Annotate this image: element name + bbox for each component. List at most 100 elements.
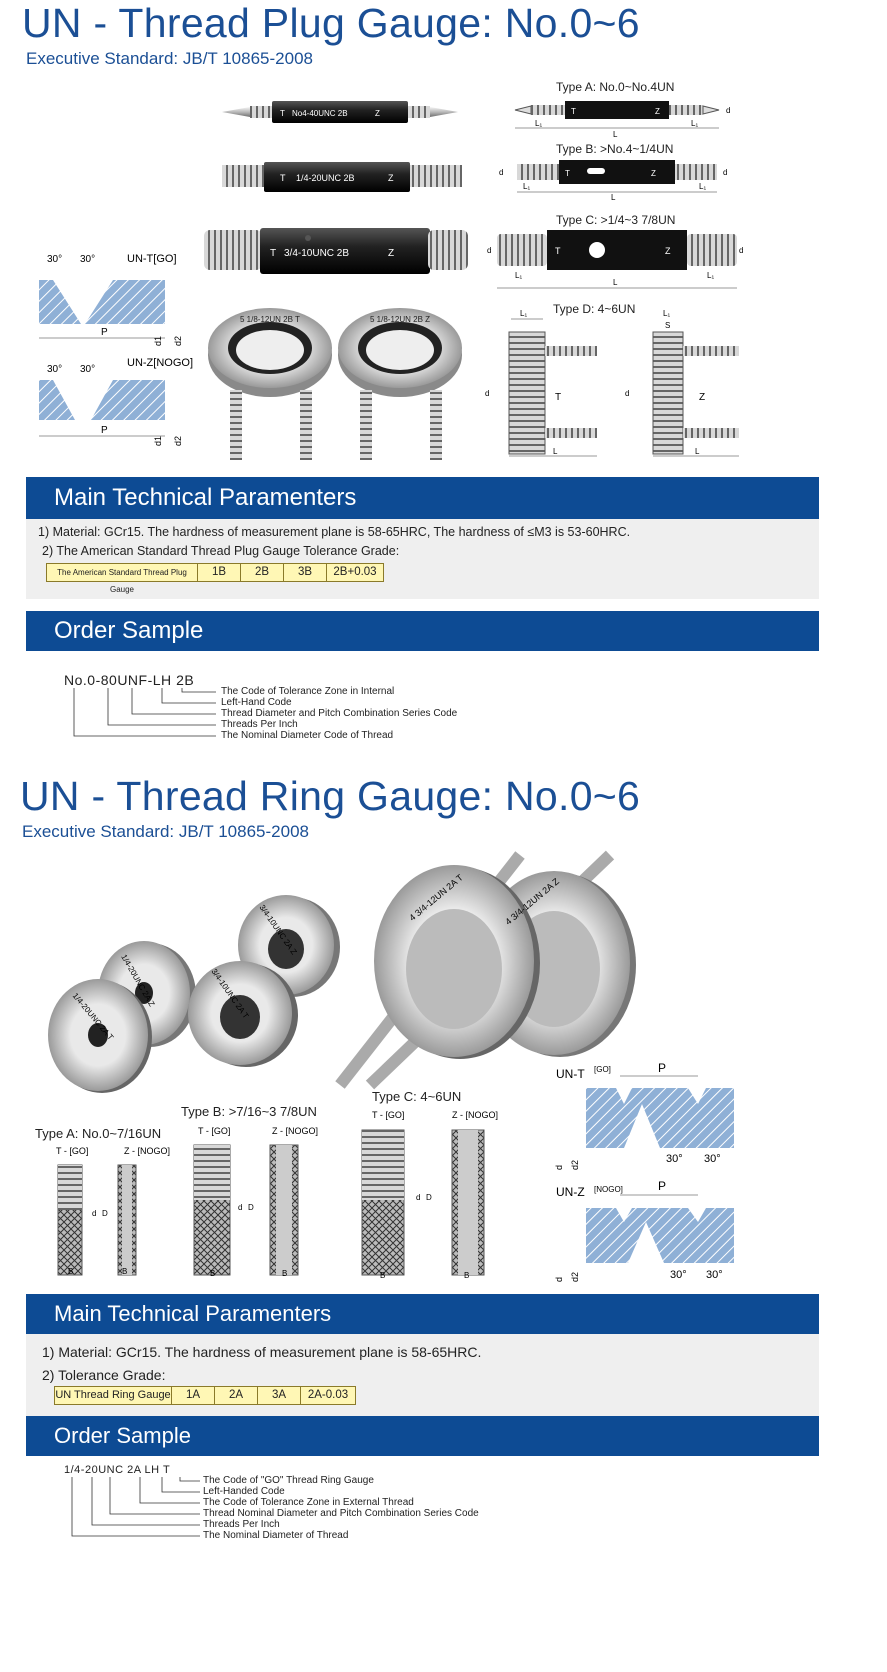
plug-type-d-d2: d bbox=[625, 389, 629, 398]
plug-type-a-d: d bbox=[726, 106, 730, 115]
ring-profile-angle-1: 30° bbox=[666, 1153, 683, 1165]
plug-tech-banner: Main Technical Paramenters bbox=[26, 477, 819, 519]
plug-title: UN - Thread Plug Gauge: No.0~6 bbox=[22, 0, 640, 46]
plug-profile-go-label: UN-T[GO] bbox=[127, 253, 177, 265]
plug-type-a-L1: L₁ bbox=[535, 119, 542, 128]
ring-gauge-photos: 1/4-20UNC 2A Z 1/4-20UNC 2A T 3/4-10UNC … bbox=[48, 850, 636, 1093]
plug-code-part-5: 2B bbox=[176, 672, 195, 688]
plug-type-c-label: Type C: >1/4~3 7/8UN bbox=[556, 213, 676, 227]
ring-profile-d2-2: d2 bbox=[570, 1272, 580, 1282]
ring-grade-3: 3A bbox=[258, 1387, 301, 1404]
ring-grade-label: UN Thread Ring Gauge bbox=[55, 1387, 172, 1404]
plug-type-d-L1: L₁ bbox=[520, 309, 527, 318]
plug-profile-P-1: P bbox=[101, 327, 108, 338]
plug-type-c-L1b: L₁ bbox=[707, 271, 714, 280]
plug-type-d-d: d bbox=[485, 389, 489, 398]
ring-c-B1: B bbox=[380, 1271, 385, 1280]
plug-exp-2: Left-Hand Code bbox=[221, 697, 292, 708]
plug-profile-angle-4: 30° bbox=[80, 364, 95, 375]
plug-profile-angle-3: 30° bbox=[47, 364, 62, 375]
plug-type-d-Lb: L bbox=[695, 447, 700, 456]
plug-ring-go-label: 5 1/8-12UN 2B T bbox=[240, 315, 300, 324]
plug-profile-d2-2: d2 bbox=[173, 436, 183, 446]
ring-a-d1: d bbox=[92, 1209, 96, 1218]
plug-ring-photos: 5 1/8-12UN 2B T 5 1/8-12UN 2B Z bbox=[208, 308, 462, 460]
plug-type-d-z: Z bbox=[699, 392, 705, 403]
ring-tech-banner: Main Technical Paramenters bbox=[26, 1294, 819, 1334]
ring-profile-angle-4: 30° bbox=[706, 1269, 723, 1281]
ring-c-B2: B bbox=[464, 1271, 469, 1280]
plug-type-a-z: Z bbox=[655, 107, 660, 116]
plug-type-a-drawing: T Z L L₁ L₁ d bbox=[514, 101, 730, 138]
plug-type-b-label: Type B: >No.4~1/4UN bbox=[556, 142, 674, 156]
plug-profile-d2-1: d2 bbox=[173, 336, 183, 346]
ring-order-banner: Order Sample bbox=[26, 1416, 819, 1456]
plug-type-d-label: Type D: 4~6UN bbox=[553, 302, 636, 316]
ring-profile-P-1: P bbox=[658, 1061, 666, 1075]
ring-c-D1: D bbox=[426, 1193, 432, 1202]
plug-gauge-large: T 3/4-10UNC 2B Z bbox=[204, 228, 468, 274]
plug-grade-label: The American Standard Thread Plug Gauge bbox=[47, 564, 198, 594]
plug-profile-nogo-label: UN-Z[NOGO] bbox=[127, 357, 193, 369]
ring-tech-panel: 1) Material: GCr15. The hardness of meas… bbox=[26, 1334, 819, 1416]
plug-exp-1: The Code of Tolerance Zone in Internal bbox=[221, 686, 395, 697]
plug-standard: Executive Standard: JB/T 10865-2008 bbox=[26, 49, 313, 68]
ring-tech-line1: 1) Material: GCr15. The hardness of meas… bbox=[42, 1344, 482, 1360]
plug-order-banner: Order Sample bbox=[26, 611, 819, 651]
plug-order-leaders bbox=[73, 688, 216, 737]
ring-b-D1: D bbox=[248, 1203, 254, 1212]
plug-type-b-d2: d bbox=[723, 168, 727, 177]
ring-c-nogo-col: Z - [NOGO] bbox=[452, 1110, 498, 1120]
ring-a-go-col: T - [GO] bbox=[56, 1146, 88, 1156]
plug-code-part-1: No.0-80 bbox=[64, 672, 118, 688]
ring-grade-table: UN Thread Ring Gauge 1A 2A 3A 2A-0.03 bbox=[54, 1386, 356, 1405]
plug-type-b-t: T bbox=[565, 169, 570, 178]
plug-exp-5: The Nominal Diameter Code of Thread bbox=[221, 730, 394, 741]
plug-code-part-2: UNF bbox=[117, 672, 148, 688]
plug-type-b-drawing: T Z L L₁ L₁ d d bbox=[499, 160, 727, 200]
ring-profile-d-2: d bbox=[554, 1277, 564, 1282]
plug-code-part-3: - bbox=[147, 672, 153, 688]
plug-type-a-t: T bbox=[571, 107, 576, 116]
plug-ring-go: 5 1/8-12UN 2B T bbox=[208, 308, 332, 460]
plug-type-c-drawing: T Z L L₁ L₁ d d bbox=[487, 230, 743, 289]
plug-type-c-L: L bbox=[613, 278, 618, 287]
ring-profile-nogo-label: UN-Z bbox=[556, 1185, 585, 1199]
plug-gauge-large-z: Z bbox=[388, 248, 394, 259]
plug-gauge-medium-label: 1/4-20UNC 2B bbox=[296, 173, 355, 183]
ring-exp-3: The Code of Tolerance Zone in External T… bbox=[203, 1497, 414, 1508]
plug-grade-3: 3B bbox=[284, 564, 327, 581]
plug-gauge-large-t: T bbox=[270, 248, 276, 259]
plug-gauge-photos: T No4-40UNC 2B Z T 1/4-20UNC 2B Z T 3/4-… bbox=[204, 101, 468, 274]
ring-type-c-label: Type C: 4~6UN bbox=[372, 1089, 462, 1104]
plug-gauge-large-label: 3/4-10UNC 2B bbox=[284, 248, 349, 259]
plug-grade-table: The American Standard Thread Plug Gauge … bbox=[46, 563, 384, 594]
plug-exp-4: Threads Per Inch bbox=[221, 719, 298, 730]
ring-profile-angle-3: 30° bbox=[670, 1269, 687, 1281]
ring-profile-angle-2: 30° bbox=[704, 1153, 721, 1165]
ring-b-go: 3/4-10UNC 2A T bbox=[188, 961, 298, 1067]
plug-exp-3: Thread Diameter and Pitch Combination Se… bbox=[221, 708, 458, 719]
plug-ring-nogo-label: 5 1/8-12UN 2B Z bbox=[370, 315, 430, 324]
ring-profile-go-sup: [GO] bbox=[594, 1065, 611, 1074]
ring-type-b-label: Type B: >7/16~3 7/8UN bbox=[181, 1104, 317, 1119]
plug-type-b-L1b: L₁ bbox=[699, 182, 706, 191]
plug-gauge-medium-t: T bbox=[280, 173, 286, 183]
ring-standard: Executive Standard: JB/T 10865-2008 bbox=[22, 822, 309, 841]
plug-type-d-t: T bbox=[555, 392, 561, 403]
plug-type-d-drawing: L₁ T d L L₁ S Z d L bbox=[485, 309, 739, 457]
ring-b-B2: B bbox=[282, 1269, 287, 1278]
ring-order-leaders bbox=[71, 1477, 200, 1537]
plug-type-b-d: d bbox=[499, 168, 503, 177]
plug-type-b-L: L bbox=[611, 193, 616, 200]
plug-type-d-L: L bbox=[553, 447, 558, 456]
plug-tech-line1: 1) Material: GCr15. The hardness of meas… bbox=[38, 525, 631, 539]
plug-code-part-4: LH bbox=[152, 672, 172, 688]
ring-code-part-1: 1/4-20 bbox=[64, 1464, 99, 1476]
plug-type-d-S: S bbox=[665, 321, 670, 330]
ring-code-part-2: UNC bbox=[98, 1464, 124, 1476]
plug-tech-panel: 1) Material: GCr15. The hardness of meas… bbox=[26, 519, 819, 599]
ring-exp-5: Threads Per Inch bbox=[203, 1519, 280, 1530]
plug-type-c-t: T bbox=[555, 246, 561, 256]
ring-a-D1: D bbox=[102, 1209, 108, 1218]
